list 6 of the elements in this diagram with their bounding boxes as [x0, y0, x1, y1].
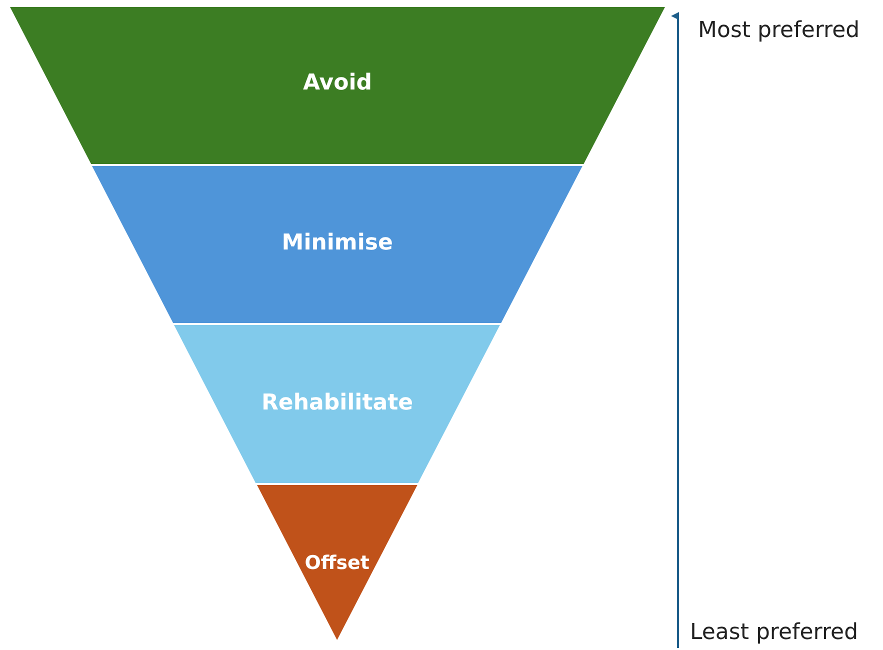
preference-label: Most preferred [698, 18, 860, 43]
band-label: Rehabilitate [261, 390, 413, 416]
band-label: Minimise [282, 230, 393, 256]
band-label: Avoid [303, 70, 372, 96]
preference-label: Least preferred [690, 620, 858, 645]
band-label: Offset [304, 552, 370, 574]
